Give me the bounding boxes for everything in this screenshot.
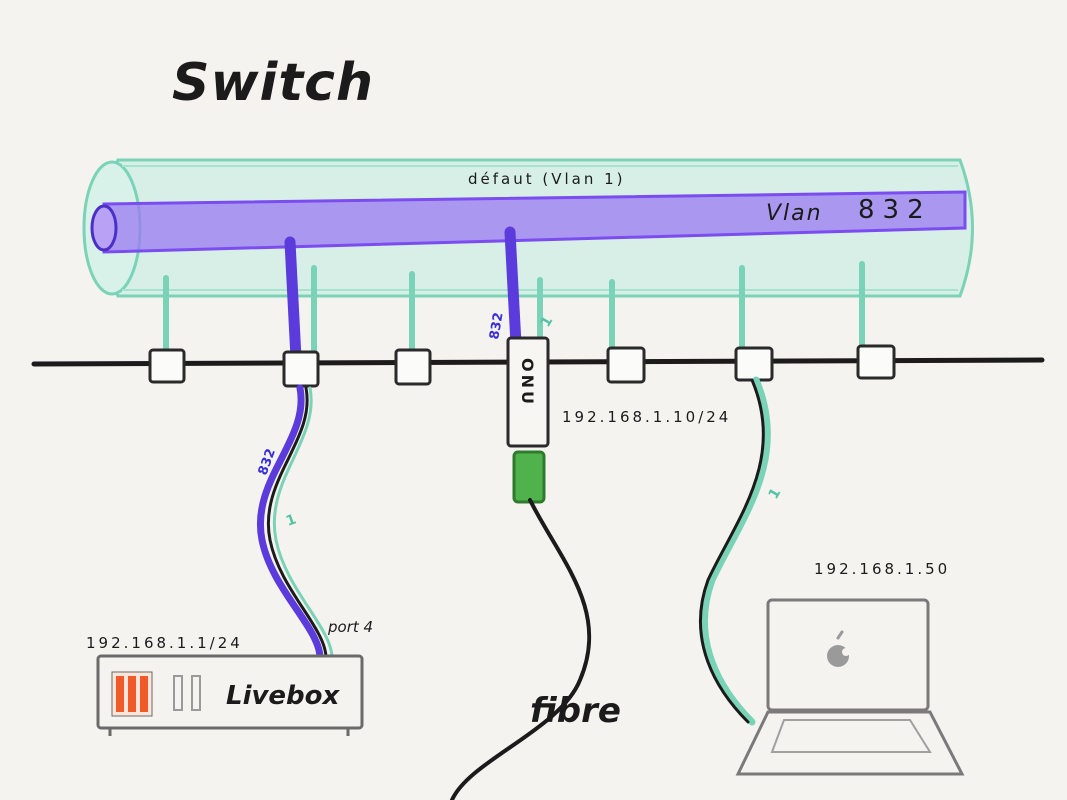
switch-port: [734, 346, 774, 382]
diagram-title: Switch: [172, 53, 374, 113]
onu-label: ONU: [518, 358, 537, 407]
fibre-label: fibre: [530, 691, 621, 731]
livebox-led: [128, 676, 136, 712]
apple-logo-icon: [827, 630, 850, 667]
switch-port: [282, 350, 320, 388]
onu-vlan-tag: 832: [487, 311, 506, 340]
untagged-drops: [163, 261, 865, 359]
livebox-label: Livebox: [226, 681, 341, 711]
livebox-port-label: port 4: [327, 618, 373, 636]
trunk-vlan-832: [90, 190, 967, 254]
switch-port: [148, 348, 186, 384]
livebox-untagged-tag: 1: [284, 511, 299, 529]
vlan-832-drops: [284, 226, 522, 364]
laptop-cable: [698, 376, 771, 726]
fibre-cable: [450, 498, 592, 800]
switch-port: [606, 346, 646, 384]
livebox-device: [96, 654, 364, 736]
switch-port: [394, 348, 432, 386]
livebox-led: [140, 676, 148, 712]
trunk-default-label: défaut (Vlan 1): [468, 170, 626, 188]
livebox-ip-label: 192.168.1.1/24: [86, 634, 243, 652]
laptop-device: [735, 598, 965, 776]
onu-module: ONU: [506, 336, 550, 504]
vlan-number: 832: [858, 195, 932, 225]
livebox-cable: [256, 384, 334, 662]
vlan-label: Vlan: [766, 201, 823, 226]
laptop-ip-label: 192.168.1.50: [814, 560, 950, 578]
switch-port: [856, 344, 896, 380]
laptop-untagged-tag: 1: [766, 486, 785, 502]
livebox-led: [116, 676, 124, 712]
onu-ip-label: 192.168.1.10/24: [562, 408, 731, 426]
